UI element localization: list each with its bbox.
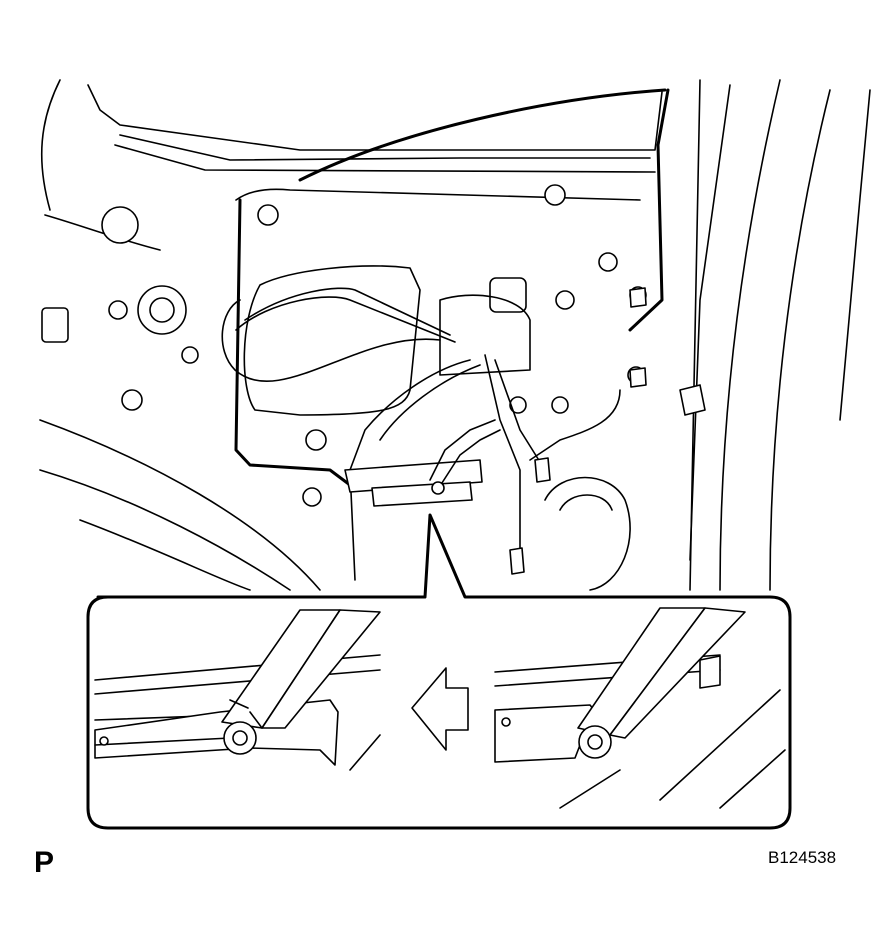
detail-callout-box xyxy=(86,513,792,830)
regulator-rail xyxy=(344,419,501,507)
detail-right-half xyxy=(494,607,786,809)
door-frame-outline xyxy=(39,79,871,591)
speaker-area xyxy=(544,476,631,591)
view-label: P xyxy=(34,846,55,879)
detail-left-half xyxy=(94,609,381,771)
service-opening xyxy=(243,265,531,416)
left-arrow-icon xyxy=(411,667,469,751)
panel-holes xyxy=(41,184,647,507)
cables xyxy=(221,287,706,581)
figure-id: B124538 xyxy=(768,848,837,867)
